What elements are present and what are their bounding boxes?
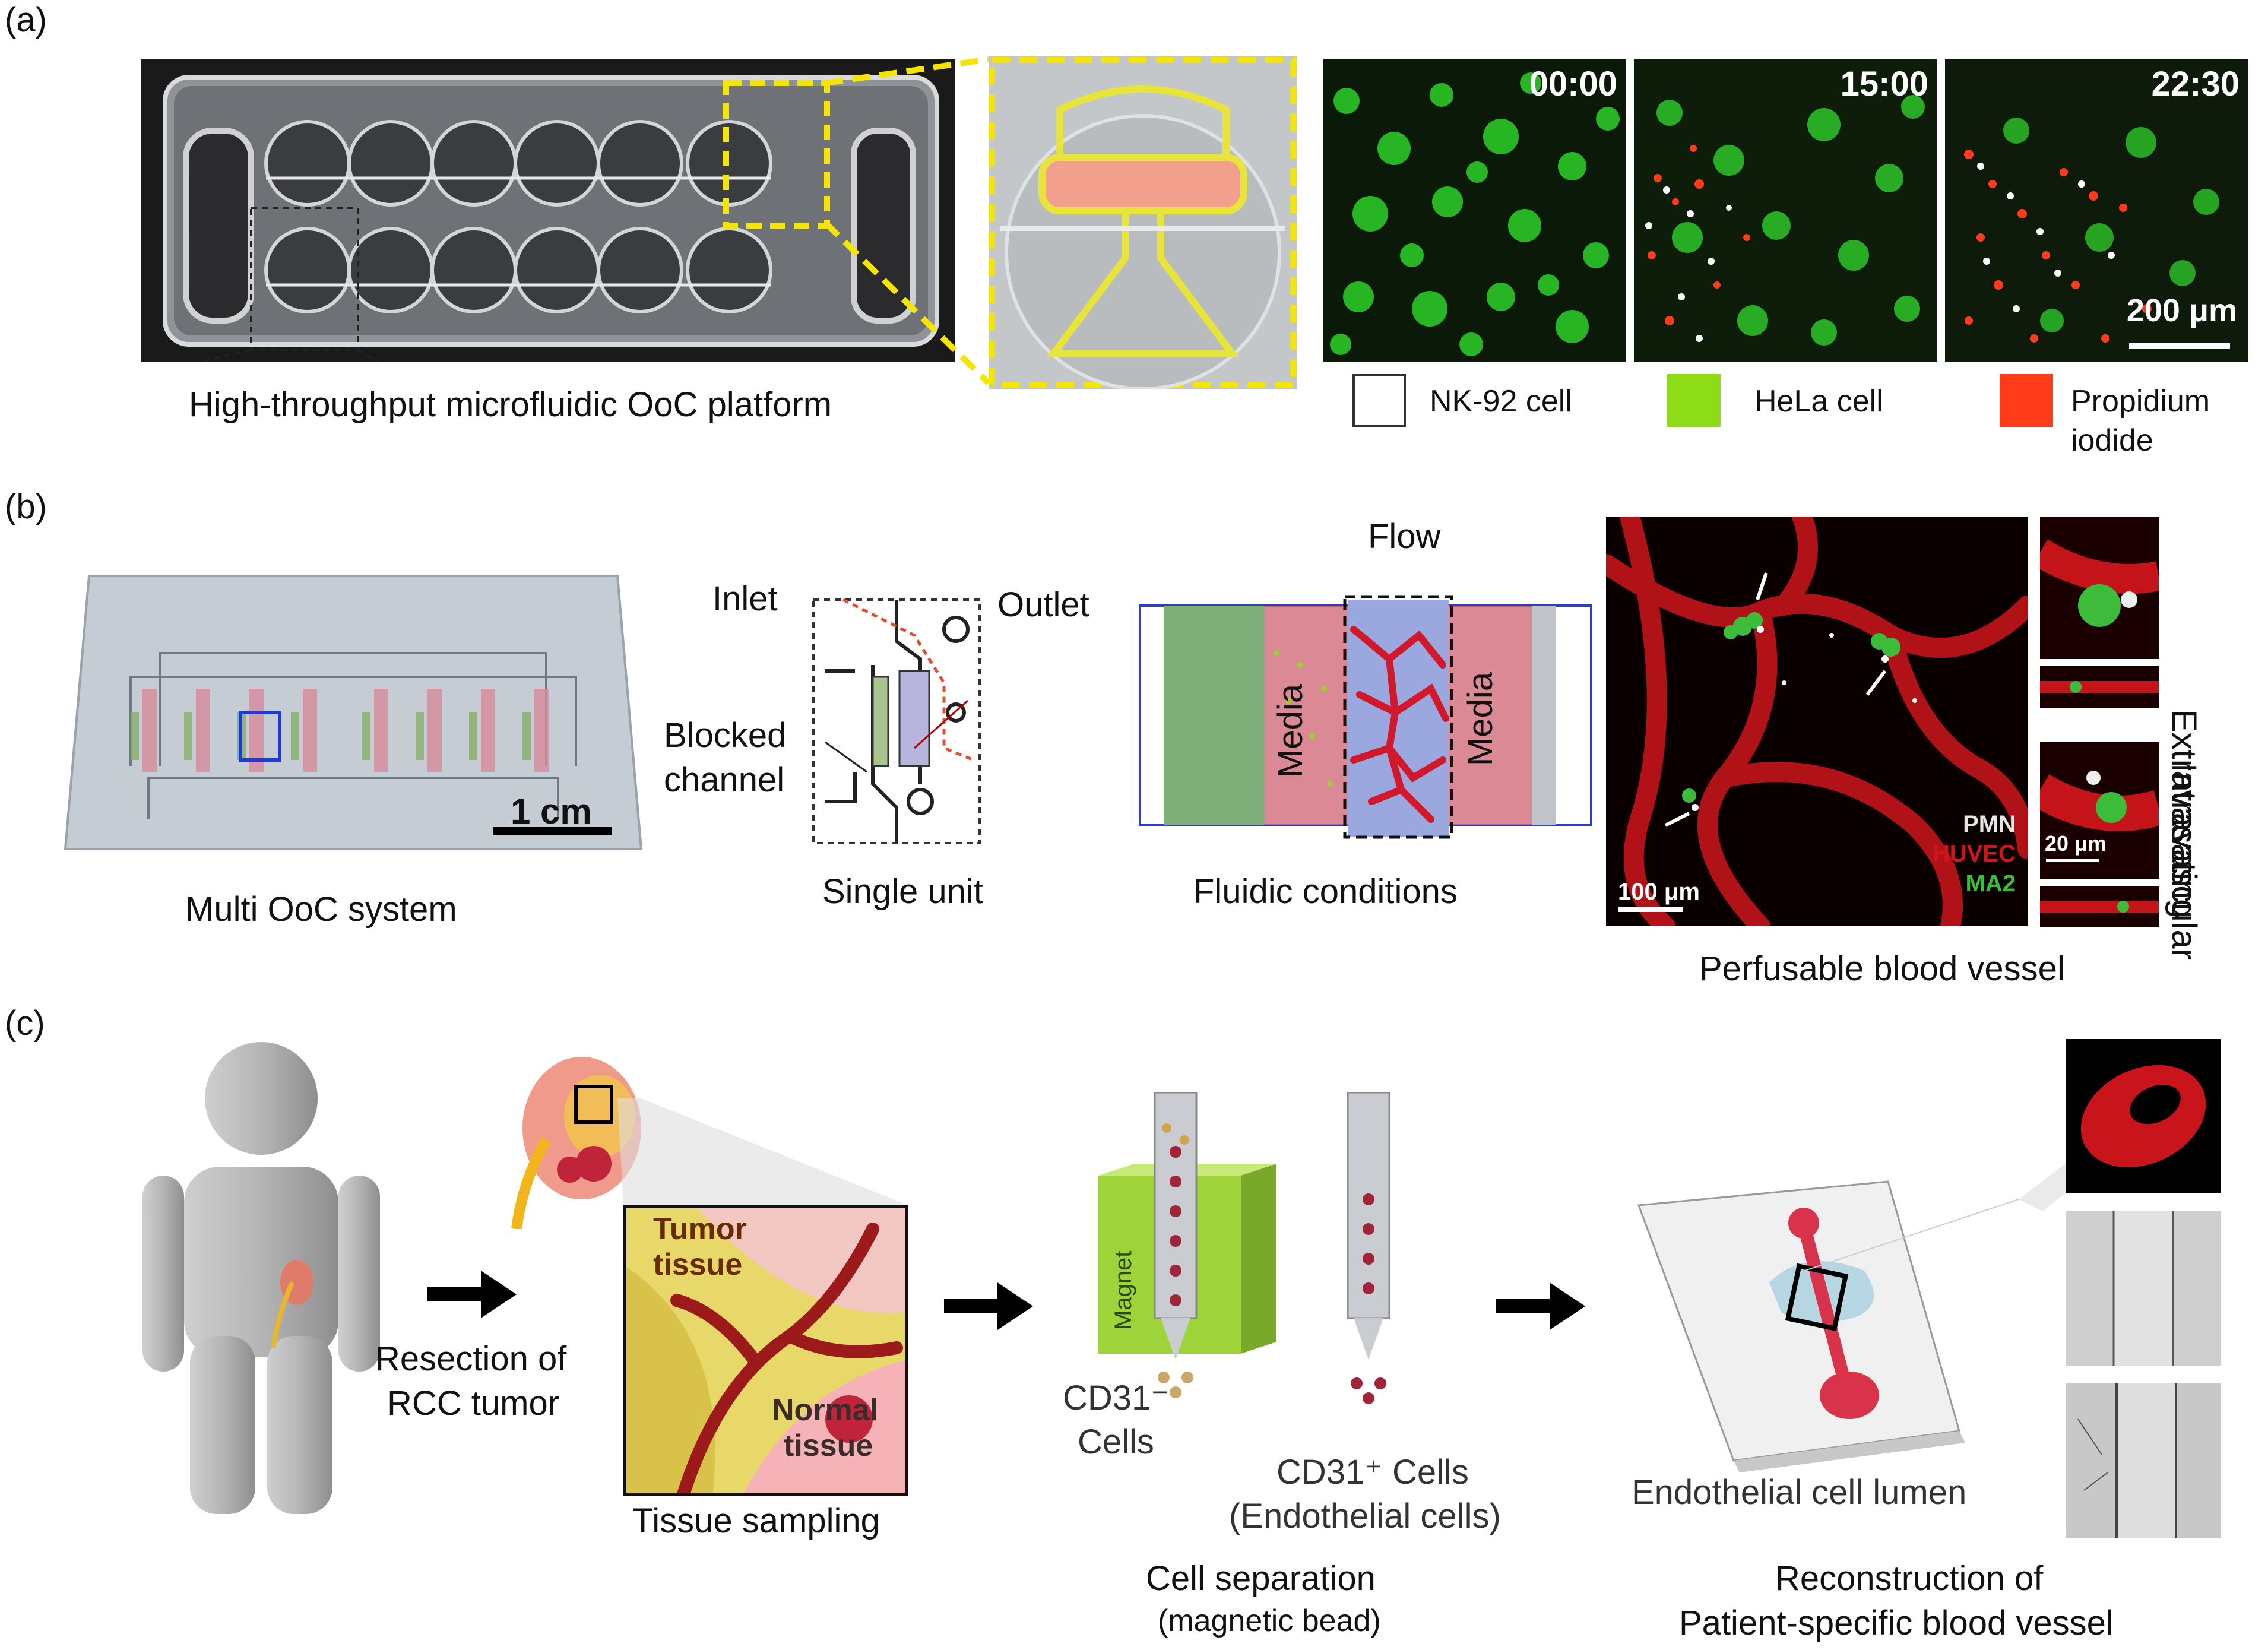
normal-tissue-label-2: tissue <box>784 1429 873 1463</box>
zoom-connector-lines <box>825 56 991 385</box>
fluorescence-cells-3 <box>1964 118 2219 343</box>
tumor-tissue-label-1: Tumor <box>653 1212 747 1246</box>
zoomed-chip-photo <box>989 56 1297 389</box>
panel-label-b: (b) <box>5 487 47 526</box>
scalebar-200 <box>2129 343 2230 349</box>
inset-vessel-1 <box>2032 539 2162 627</box>
legend-label-nk92: NK-92 cell <box>1430 384 1572 419</box>
legend-pmn: PMN <box>1963 811 2016 837</box>
cd31-neg-label-2: Cells <box>1078 1423 1154 1461</box>
timelapse-image-1500: 15:00 <box>1634 59 1937 362</box>
timelapse-image-2230: 22:30 200 μm <box>1945 59 2248 362</box>
panel-label-c: (c) <box>5 1004 45 1043</box>
legend-label-pi-2: iodide <box>2071 423 2153 458</box>
fluorescence-cells-1 <box>1330 72 1620 356</box>
cd31-pos-label-1: CD31⁺ Cells <box>1276 1453 1469 1491</box>
inset-vessel-3 <box>2031 771 2164 862</box>
intravascular-inset-2 <box>2040 886 2159 927</box>
timestamp-1: 00:00 <box>1529 65 1617 103</box>
cell-separation-label-1: Cell separation <box>1146 1559 1376 1598</box>
scale-100-label: 100 μm <box>1618 879 1700 905</box>
tumor-tissue-label-2: tissue <box>653 1247 743 1282</box>
vessel-image: 100 μm PMN HUVEC MA2 <box>1606 517 2028 926</box>
legend-swatch-pi <box>2000 374 2053 427</box>
single-unit-diagram <box>812 598 981 844</box>
cd31-pos-label-2: (Endothelial cells) <box>1229 1497 1501 1535</box>
lumen-brightfield-1 <box>2066 1211 2221 1366</box>
blocked-label-1: Blocked <box>664 716 787 755</box>
reconstruction-label-1: Reconstruction of <box>1775 1559 2044 1598</box>
timelapse-image-0000: 00:00 <box>1323 59 1626 362</box>
zoom-wedge <box>617 1098 908 1205</box>
fluidic-conditions-diagram <box>1139 595 1592 839</box>
legend-swatch-hela <box>1667 374 1721 427</box>
cd31-neg-label-1: CD31⁻ <box>1063 1379 1169 1417</box>
legend-huvec: HUVEC <box>1932 841 2016 867</box>
arrow-1-icon <box>427 1271 517 1318</box>
scalebar-200-label: 200 μm <box>2126 293 2237 328</box>
scale-20-label: 20 μm <box>2045 831 2107 856</box>
cell-separation-label-2: (magnetic bead) <box>1158 1604 1381 1638</box>
resection-label-1: Resection of <box>375 1339 567 1378</box>
cell-separation-diagram <box>1098 1092 1390 1404</box>
extravasating-inset-2 <box>2040 666 2159 708</box>
extravasating-inset-1 <box>2032 517 2162 659</box>
fluidic-caption: Fluidic conditions <box>1193 872 1458 911</box>
inlet-label: Inlet <box>712 579 778 618</box>
single-unit-caption: Single unit <box>822 872 983 911</box>
inset-vessel-2 <box>2040 681 2159 693</box>
lumen-label: Endothelial cell lumen <box>1632 1473 1967 1512</box>
panel-label-a: (a) <box>5 1 47 39</box>
lumen-brightfield-2 <box>2066 1383 2221 1538</box>
resection-label-2: RCC tumor <box>387 1384 560 1423</box>
microfluidic-plate-photo <box>141 59 955 362</box>
tissue-sampling-caption: Tissue sampling <box>632 1502 880 1540</box>
arrow-2-icon <box>944 1282 1033 1330</box>
brightfield-1-render <box>2066 1211 2221 1366</box>
human-figure-icon <box>142 1042 380 1514</box>
chip-units <box>131 689 549 772</box>
timestamp-3: 22:30 <box>2151 65 2240 103</box>
vessel-caption: Perfusable blood vessel <box>1699 949 2065 988</box>
outlet-label: Outlet <box>997 585 1089 624</box>
legend-label-hela: HeLa cell <box>1754 384 1883 419</box>
kidney-icon <box>511 1057 641 1229</box>
legend-swatch-nk92 <box>1352 374 1406 427</box>
intravascular-label: Intravascular <box>2165 763 2203 961</box>
multi-scalebar-label: 1 cm <box>511 791 592 831</box>
platform-caption: High-throughput microfluidic OoC platfor… <box>189 385 832 424</box>
multi-ooc-chip-diagram <box>64 575 643 850</box>
magnet-label: Magnet <box>1110 1250 1136 1330</box>
timestamp-2: 15:00 <box>1840 65 1928 103</box>
multi-ooc-caption: Multi OoC system <box>185 890 457 929</box>
reconstruction-label-2: Patient-specific blood vessel <box>1679 1604 2114 1642</box>
lumen-3d-image <box>2066 1039 2221 1193</box>
inset-vessel-4 <box>2040 901 2159 913</box>
brightfield-2-render <box>2066 1383 2221 1538</box>
blocked-label-2: channel <box>664 761 785 799</box>
legend-label-pi-1: Propidium <box>2071 384 2210 419</box>
media-right-label: Media <box>1461 672 1500 766</box>
arrow-3-icon <box>1496 1282 1585 1330</box>
legend-ma2: MA2 <box>1965 870 2016 897</box>
intravascular-inset-1: 20 μm <box>2031 742 2164 879</box>
normal-tissue-label-1: Normal <box>772 1393 879 1427</box>
flow-label: Flow <box>1368 517 1441 556</box>
fluorescence-cells-2 <box>1645 95 1925 346</box>
lumen-3d-render <box>2080 1065 2206 1168</box>
tissue-sampling-image <box>623 1205 908 1496</box>
media-left-label: Media <box>1271 684 1310 778</box>
vessel-network <box>1606 517 2028 926</box>
